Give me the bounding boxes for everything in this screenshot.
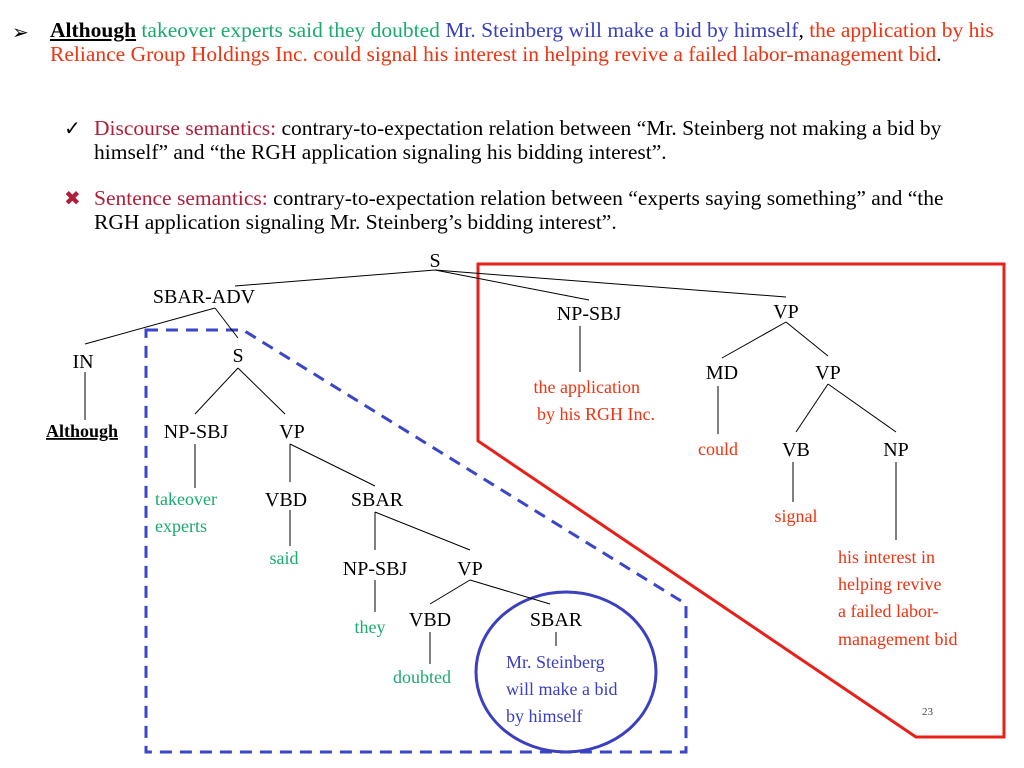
leaf-interest-line-1: his interest in — [838, 547, 935, 567]
leaf-application-line-2: by his RGH Inc. — [537, 404, 655, 424]
main-bullet-segment: Mr. Steinberg will make a bid by himself — [445, 18, 799, 42]
leaf-takeover-line-1: takeover — [155, 489, 217, 509]
main-bullet-segment: . — [936, 42, 942, 66]
node-vbd-said: VBD — [265, 489, 307, 511]
main-bullet-segment: Although — [50, 18, 137, 42]
leaf-takeover-line-2: experts — [155, 516, 207, 536]
node-sbar-adv: SBAR-ADV — [153, 286, 256, 308]
edge-vp-vb — [795, 383, 829, 433]
edge-vp-vp — [785, 321, 829, 357]
leaf-interest: his interest in helping revive a failed … — [838, 547, 957, 649]
edge-s-npsbj2 — [194, 367, 239, 415]
edge-vp-sbar2 — [469, 579, 551, 605]
edge-vp-md — [721, 321, 787, 359]
check-icon: ✓ — [64, 116, 81, 140]
node-vp-main: VP — [773, 301, 799, 323]
leaf-steinberg-line-3: by himself — [506, 706, 583, 726]
edge-s-vp2 — [237, 367, 286, 415]
leaf-interest-line-2: helping revive — [838, 574, 941, 594]
tree-leaves: Although the application by his RGH Inc.… — [46, 377, 957, 726]
node-vb: VB — [782, 439, 810, 461]
node-vbd-doubted: VBD — [409, 609, 451, 631]
leaf-steinberg-line-2: will make a bid — [506, 679, 617, 699]
leaf-steinberg-line-1: Mr. Steinberg — [506, 652, 605, 672]
tree-nodes: S SBAR-ADV NP-SBJ VP IN S MD VP NP-SBJ V… — [72, 250, 908, 631]
red-region-outline — [476, 262, 1006, 739]
node-in: IN — [72, 351, 93, 373]
blue-dashed-region-outline — [144, 328, 688, 754]
discourse-bullet-segment: Discourse semantics: — [94, 116, 277, 140]
leaf-doubted: doubted — [393, 667, 451, 687]
node-np-sbj-main: NP-SBJ — [557, 303, 622, 325]
leaf-said: said — [270, 548, 299, 568]
leaf-steinberg: Mr. Steinberg will make a bid by himself — [506, 652, 622, 726]
leaf-interest-line-4: management bid — [838, 629, 957, 649]
node-vp-sub: VP — [279, 421, 305, 443]
node-np-sbj-they: NP-SBJ — [343, 558, 408, 580]
edge-s-vp — [434, 269, 787, 298]
edge-sbar-vp — [374, 511, 471, 551]
discourse-bullet-text: Discourse semantics: contrary-to-expecta… — [94, 116, 994, 164]
sentence-bullet-text: Sentence semantics: contrary-to-expectat… — [94, 186, 994, 234]
cross-icon: ✖ — [64, 186, 81, 210]
edge-sbaradv-in — [84, 307, 216, 345]
edge-vp-np — [827, 383, 897, 433]
discourse-bullet-segment: contrary-to-expectation relation between… — [94, 116, 942, 164]
node-s-sub: S — [232, 345, 243, 367]
node-np-sbj-sub: NP-SBJ — [164, 421, 229, 443]
edge-vp-vbd2 — [429, 579, 471, 605]
node-md: MD — [706, 362, 738, 384]
leaf-although: Although — [46, 421, 118, 441]
main-bullet-segment: , — [798, 18, 810, 42]
page-number: 23 — [922, 706, 933, 718]
blue-ellipse-highlight — [474, 590, 658, 754]
leaf-application: the application by his RGH Inc. — [534, 377, 655, 424]
leaf-application-line-1: the application — [534, 377, 640, 397]
sentence-bullet-segment: contrary-to-expectation relation between… — [94, 186, 944, 234]
edge-sbaradv-s — [214, 307, 239, 339]
tree-edges — [84, 269, 897, 664]
edge-s-npsbj — [434, 269, 590, 301]
sentence-bullet-segment: Sentence semantics: — [94, 186, 268, 210]
node-sbar-inner: SBAR — [530, 609, 583, 631]
main-bullet-text: Although takeover experts said they doub… — [50, 18, 1012, 66]
main-bullet-segment: the application by his Reliance Group Ho… — [50, 18, 994, 66]
node-vp-they: VP — [457, 558, 483, 580]
main-bullet-segment: takeover experts said they doubted — [136, 18, 446, 42]
node-s-root: S — [429, 250, 440, 272]
edge-vp-sbar — [289, 443, 376, 487]
node-np: NP — [883, 439, 909, 461]
leaf-they: they — [355, 617, 386, 637]
leaf-signal: signal — [775, 506, 818, 526]
node-sbar: SBAR — [351, 489, 404, 511]
leaf-interest-line-3: a failed labor- — [838, 601, 939, 621]
arrow-bullet-icon: ➢ — [12, 20, 29, 44]
edge-s-sbaradv — [234, 269, 436, 287]
leaf-could: could — [698, 439, 738, 459]
leaf-takeover: takeover experts — [155, 489, 221, 536]
node-vp-inner: VP — [815, 362, 841, 384]
